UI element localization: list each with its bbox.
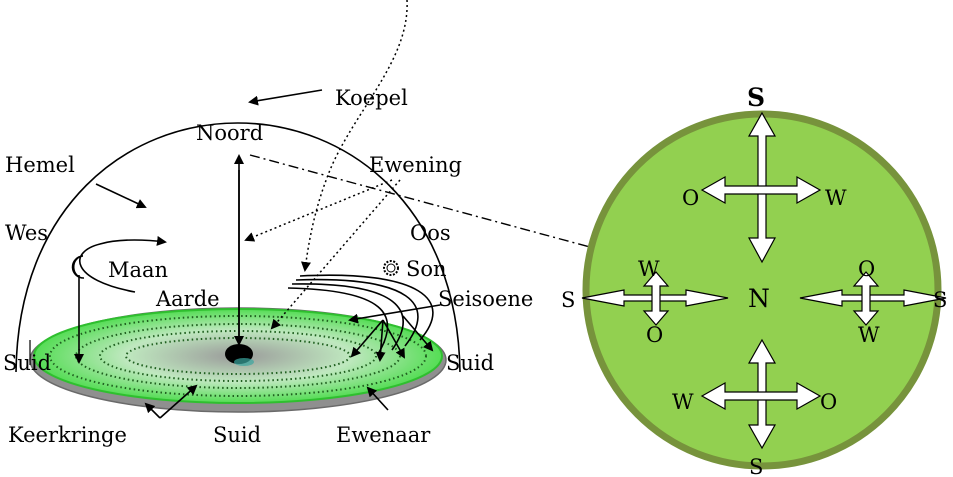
- label-s-bottom: S: [749, 455, 763, 477]
- label-oos: Oos: [410, 221, 451, 245]
- label-hemel: Hemel: [5, 153, 75, 177]
- label-koepel: Koepel: [335, 86, 408, 110]
- label-maan: Maan: [108, 258, 168, 282]
- label-bottom-o: O: [820, 390, 837, 414]
- label-bottom-w: W: [672, 390, 694, 414]
- label-s-top: S: [747, 83, 765, 112]
- label-noord: Noord: [196, 121, 263, 145]
- sun-paths: [287, 274, 434, 355]
- label-left-o: O: [646, 323, 663, 347]
- label-left-w: W: [638, 257, 660, 281]
- label-wes: Wes: [5, 221, 48, 245]
- label-aarde: Aarde: [155, 287, 220, 311]
- label-top-w: W: [825, 186, 847, 210]
- sky-dome: [15, 122, 461, 373]
- sun-icon: [383, 260, 399, 276]
- top-cross: [700, 111, 822, 264]
- label-ewenaar: Ewenaar: [336, 423, 431, 447]
- bottom-cross: [700, 338, 822, 450]
- label-right-w: W: [858, 323, 880, 347]
- moon-path: [79, 235, 167, 293]
- left-sky-diagram: Koepel Noord Hemel Ewening Wes Oos Maan …: [3, 0, 533, 447]
- label-son: Son: [406, 257, 447, 281]
- label-keerkringe: Keerkringe: [8, 423, 127, 447]
- moon-icon: [71, 255, 85, 279]
- label-seisoene: Seisoene: [438, 287, 533, 311]
- label-s-right: S: [933, 288, 947, 312]
- label-s-left: S: [561, 288, 575, 312]
- label-ewening: Ewening: [369, 153, 462, 177]
- label-suid-left: Suid: [3, 351, 51, 375]
- right-cross: [799, 271, 947, 326]
- label-right-o: O: [858, 257, 875, 281]
- label-n-center: N: [748, 284, 770, 313]
- label-suid-bottom: Suid: [213, 423, 261, 447]
- left-cross: [581, 271, 729, 326]
- label-top-o: O: [682, 186, 699, 210]
- right-compass-diagram: S O W W O S N O W S W O S: [561, 83, 947, 477]
- label-suid-right: Suid: [446, 351, 494, 375]
